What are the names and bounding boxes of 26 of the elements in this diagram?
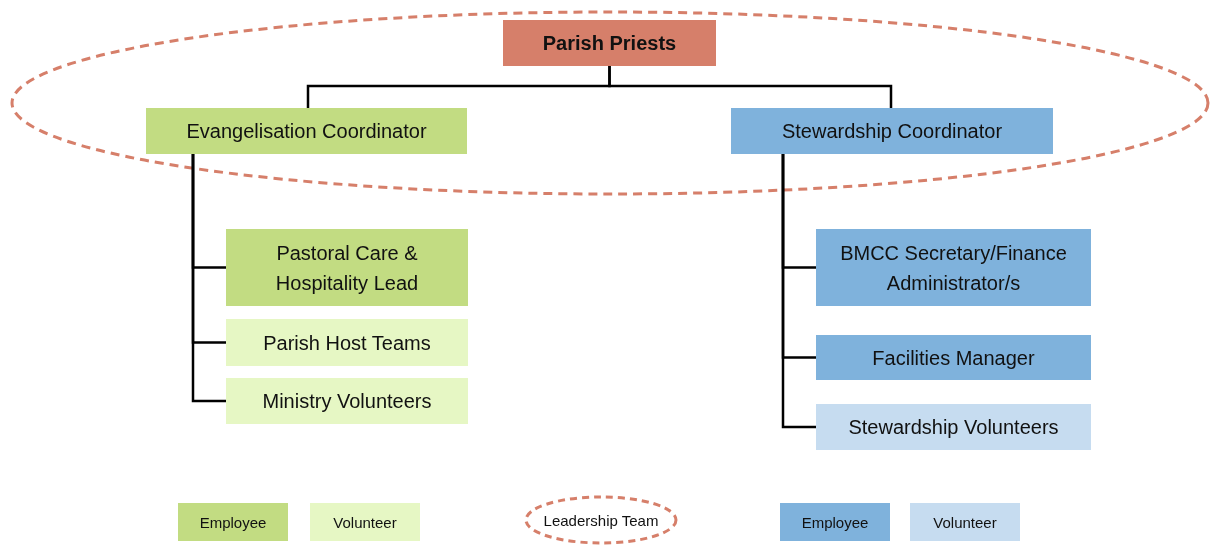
role-label: Parish Host Teams [263,330,431,356]
role-label: Stewardship Volunteers [848,415,1059,440]
role-label: Evangelisation Coordinator [186,119,427,144]
role-box [226,229,468,306]
role-box [731,108,1053,154]
connector-line [608,66,893,108]
role-box [226,378,468,424]
connector-line [781,154,816,429]
title-box [503,20,716,66]
role-label: Parish Priests [542,31,677,56]
legend-label: Leadership Team [543,511,659,529]
role-label: Pastoral Care & Hospitality Lead [274,240,420,296]
legend-label: Employee [199,513,267,531]
role-box [816,404,1091,450]
role-label: Ministry Volunteers [262,389,432,414]
legend-label: Employee [801,513,869,531]
legend-label: Volunteer [333,513,397,531]
connector-line [191,154,226,403]
role-label: Stewardship Coordinator [781,119,1003,144]
role-box [146,108,467,154]
role-box [816,335,1091,380]
role-label: BMCC Secretary/Finance Administrator/s [839,240,1068,296]
legend-label: Volunteer [933,513,997,531]
role-label: Facilities Manager [872,345,1035,371]
role-box [226,319,468,366]
role-box [816,229,1091,306]
